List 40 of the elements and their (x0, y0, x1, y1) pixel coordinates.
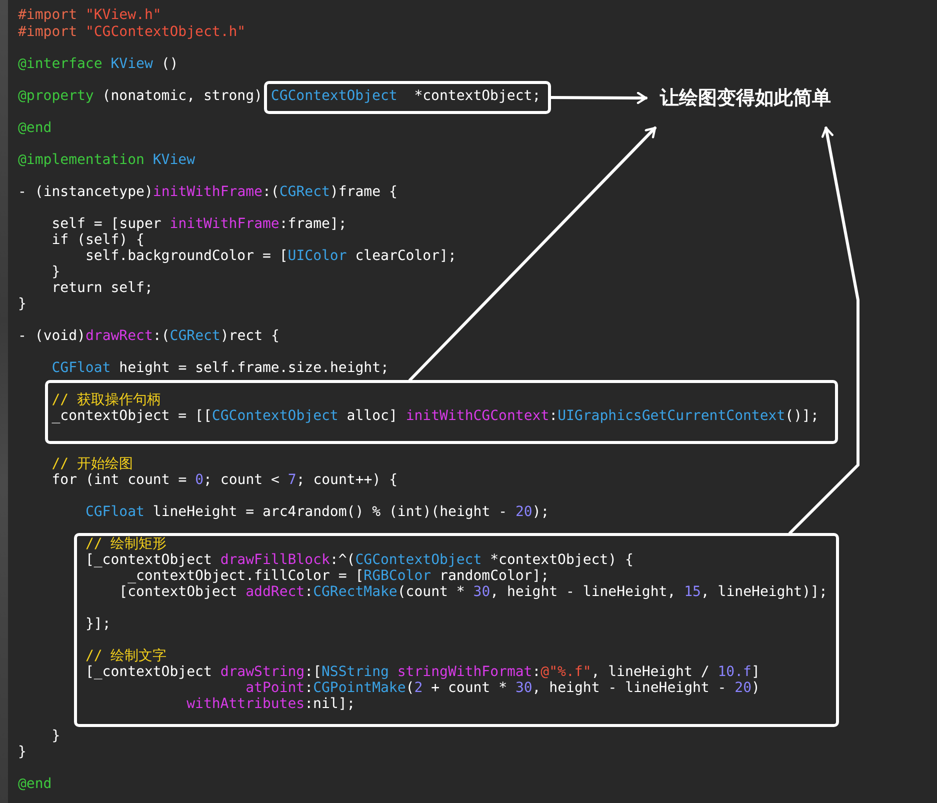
highlight-box (45, 380, 838, 444)
code-line: } (18, 744, 26, 760)
code-line: CGContextObject *contextObject; (270, 88, 541, 104)
code-line: @property (nonatomic, strong) (18, 88, 262, 104)
code-line: #import "KView.h" (18, 7, 162, 23)
code-comment: // 绘制矩形 (85, 536, 167, 552)
code-line: - (instancetype)initWithFrame:(CGRect)frame { (18, 184, 398, 200)
code-comment: // 开始绘图 (52, 456, 134, 472)
code-line: [_contextObject drawString:[NSString stringWithFormat:@"%.f", lineHeight / 10.f] (85, 664, 760, 680)
code-line: @interface KView () (18, 56, 178, 72)
code-line: @end (18, 776, 52, 792)
code-line: } (52, 728, 60, 744)
code-line: withAttributes:nil]; (186, 696, 356, 712)
code-line: _contextObject.fillColor = [RGBColor randomColor]; (128, 568, 550, 584)
code-line: #import "CGContextObject.h" (18, 24, 246, 40)
code-line: self.backgroundColor = [UIColor clearColor]; (85, 248, 456, 264)
code-line: [contextObject addRect:CGRectMake(count * 30, height - lineHeight, 15, lineHeight)]; (119, 584, 828, 600)
code-line: _contextObject = [[CGContextObject alloc] initWithCGContext:UIGraphicsGetCurrentContext()]; (52, 408, 819, 424)
code-line: if (self) { (52, 232, 144, 248)
code-line: [_contextObject drawFillBlock:^(CGContextObject *contextObject) { (85, 552, 634, 568)
code-line: CGFloat lineHeight = arc4random() % (int)(height - 20); (85, 504, 550, 520)
arrow (550, 92, 648, 104)
code-comment: // 获取操作句柄 (52, 392, 162, 408)
code-line: } (18, 296, 26, 312)
code-line: @implementation KView (18, 152, 196, 168)
highlight-box (74, 533, 839, 727)
code-line: }]; (85, 616, 111, 632)
arrow (408, 126, 656, 382)
code-line: CGFloat height = self.frame.size.height; (52, 360, 389, 376)
code-line: return self; (52, 280, 153, 296)
code-comment: // 绘制文字 (85, 648, 167, 664)
code-line: - (void)drawRect:(CGRect)rect { (18, 328, 280, 344)
highlight-box (264, 81, 551, 114)
code-line: for (int count = 0; count < 7; count++) { (52, 472, 398, 488)
code-line: atPoint:CGPointMake(2 + count * 30, height - lineHeight - 20) (246, 680, 760, 696)
code-line: @end (18, 120, 52, 136)
code-line: self = [super initWithFrame:frame]; (52, 216, 347, 232)
code-line: } (52, 264, 60, 280)
arrow (788, 126, 860, 534)
annotation-text: 让绘图变得如此简单 (646, 84, 860, 128)
